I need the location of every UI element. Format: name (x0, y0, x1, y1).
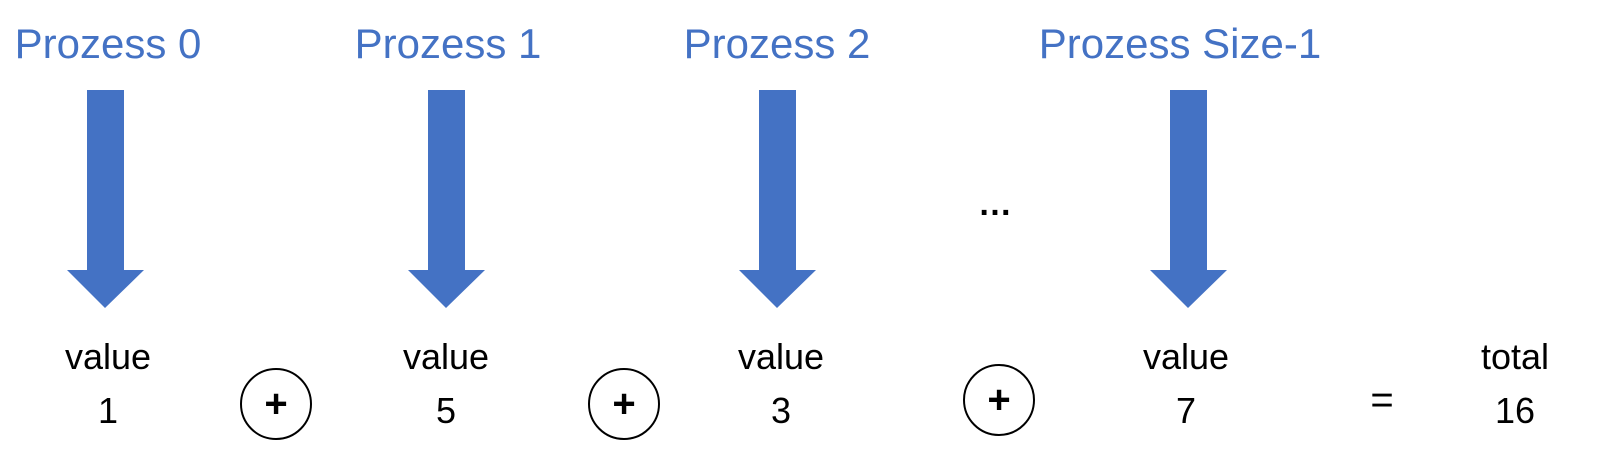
process-size-1-value: 7 (1175, 390, 1197, 431)
process-0-value-label: value (64, 336, 152, 377)
process-0-value: 1 (97, 390, 119, 431)
plus-operator-icon: + (588, 368, 660, 440)
plus-operator-icon: + (240, 368, 312, 440)
process-1-title: Prozess 1 (354, 20, 542, 67)
down-arrow-icon (1150, 90, 1227, 308)
equals-sign: = (1370, 378, 1394, 422)
total-label: total (1480, 336, 1550, 377)
down-arrow-icon (67, 90, 144, 308)
process-1-value: 5 (435, 390, 457, 431)
down-arrow-icon (408, 90, 485, 308)
process-2-value-label: value (737, 336, 825, 377)
down-arrow-icon (739, 90, 816, 308)
process-0-title: Prozess 0 (14, 20, 202, 67)
ellipsis-marker: … (978, 185, 1012, 223)
process-1-value-label: value (402, 336, 490, 377)
plus-operator-icon: + (963, 364, 1035, 436)
process-2-title: Prozess 2 (683, 20, 871, 67)
process-size-1-value-label: value (1142, 336, 1230, 377)
total-value: 16 (1494, 390, 1536, 431)
process-size-1-title: Prozess Size-1 (1038, 20, 1322, 67)
process-2-value: 3 (770, 390, 792, 431)
